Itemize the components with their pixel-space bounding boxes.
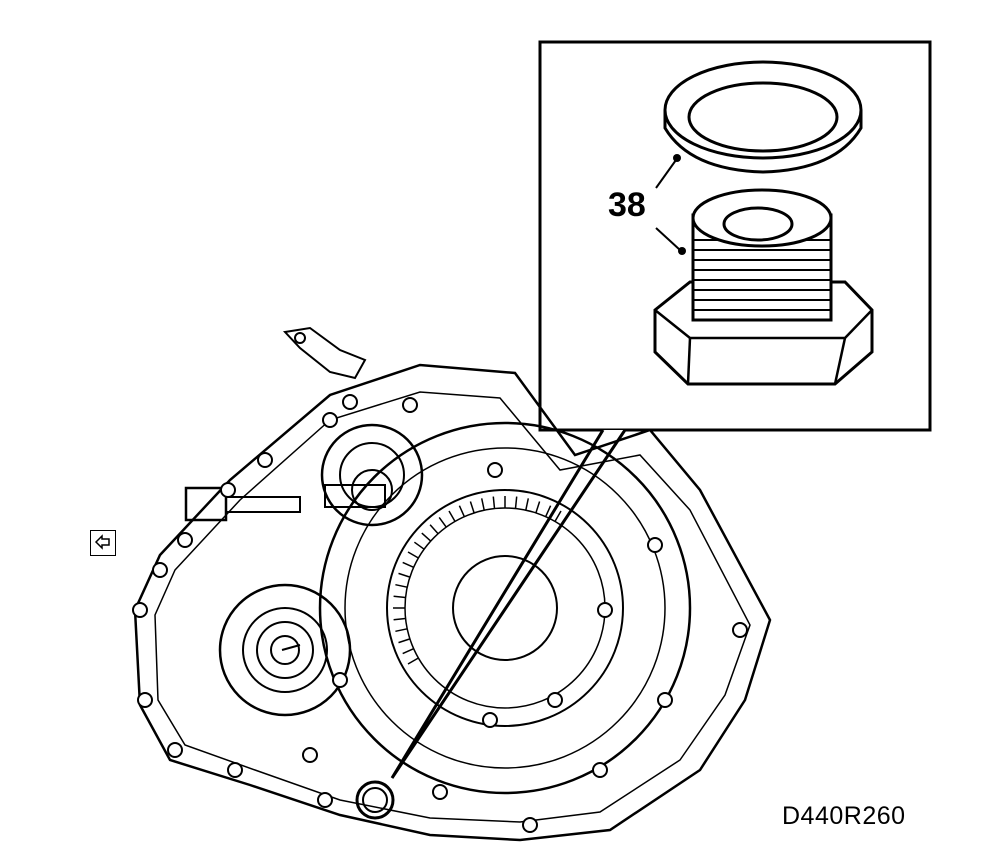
bolt-hole bbox=[487, 462, 503, 478]
callout-number: 38 bbox=[608, 186, 646, 224]
bolt-hole bbox=[342, 394, 358, 410]
gear-tooth bbox=[393, 595, 406, 599]
bolt-hole bbox=[402, 397, 418, 413]
sealing-washer bbox=[663, 60, 863, 174]
bolt-hole bbox=[137, 692, 153, 708]
gear-tooth bbox=[448, 510, 456, 522]
gear-tooth bbox=[421, 532, 432, 542]
bolt-hole bbox=[322, 412, 338, 428]
bolt-hole bbox=[597, 602, 613, 618]
gear-tooth bbox=[438, 516, 447, 528]
bolt-hole bbox=[317, 792, 333, 808]
gear-tooth bbox=[398, 638, 411, 644]
callout-leaders bbox=[655, 154, 686, 255]
bolt-hole bbox=[302, 747, 318, 763]
gear-tooth bbox=[402, 648, 414, 655]
bolt-hole bbox=[332, 672, 348, 688]
bolt-hole bbox=[220, 482, 236, 498]
housing-bolts bbox=[132, 394, 748, 833]
gear-tooth bbox=[395, 628, 408, 633]
drain-plug bbox=[653, 188, 874, 386]
gear-tooth bbox=[480, 498, 485, 511]
gear-tooth bbox=[545, 505, 552, 517]
bolt-hole bbox=[522, 817, 538, 833]
bolt-hole bbox=[132, 602, 148, 618]
gear-tooth bbox=[554, 510, 562, 522]
bolt-hole bbox=[657, 692, 673, 708]
gear-tooth bbox=[469, 501, 475, 514]
back-arrow-icon[interactable] bbox=[90, 530, 116, 556]
gear-tooth bbox=[407, 657, 419, 665]
bolt-hole bbox=[152, 562, 168, 578]
bolt-hole bbox=[647, 537, 663, 553]
gear-tooth bbox=[514, 496, 518, 509]
drawing-code: D440R260 bbox=[782, 802, 906, 830]
gear-tooth bbox=[398, 572, 411, 578]
gear-tooth bbox=[458, 505, 465, 517]
bolt-hole bbox=[227, 762, 243, 778]
bolt-hole bbox=[257, 452, 273, 468]
gear-tooth bbox=[407, 551, 419, 559]
gear-teeth bbox=[393, 496, 562, 665]
gear-tooth bbox=[492, 496, 496, 509]
bolt-hole bbox=[177, 532, 193, 548]
bolt-hole bbox=[547, 692, 563, 708]
bolt-hole bbox=[432, 784, 448, 800]
gear-tooth bbox=[395, 583, 408, 588]
bolt-hole bbox=[482, 712, 498, 728]
bolt-hole bbox=[167, 742, 183, 758]
gear-tooth bbox=[525, 498, 530, 511]
gear-tooth bbox=[413, 541, 425, 550]
gear-tooth bbox=[402, 561, 414, 568]
gear-tooth bbox=[535, 501, 541, 514]
gear-tooth bbox=[429, 524, 439, 535]
bolt-hole bbox=[732, 622, 748, 638]
bolt-hole bbox=[592, 762, 608, 778]
gear-tooth bbox=[393, 617, 406, 621]
